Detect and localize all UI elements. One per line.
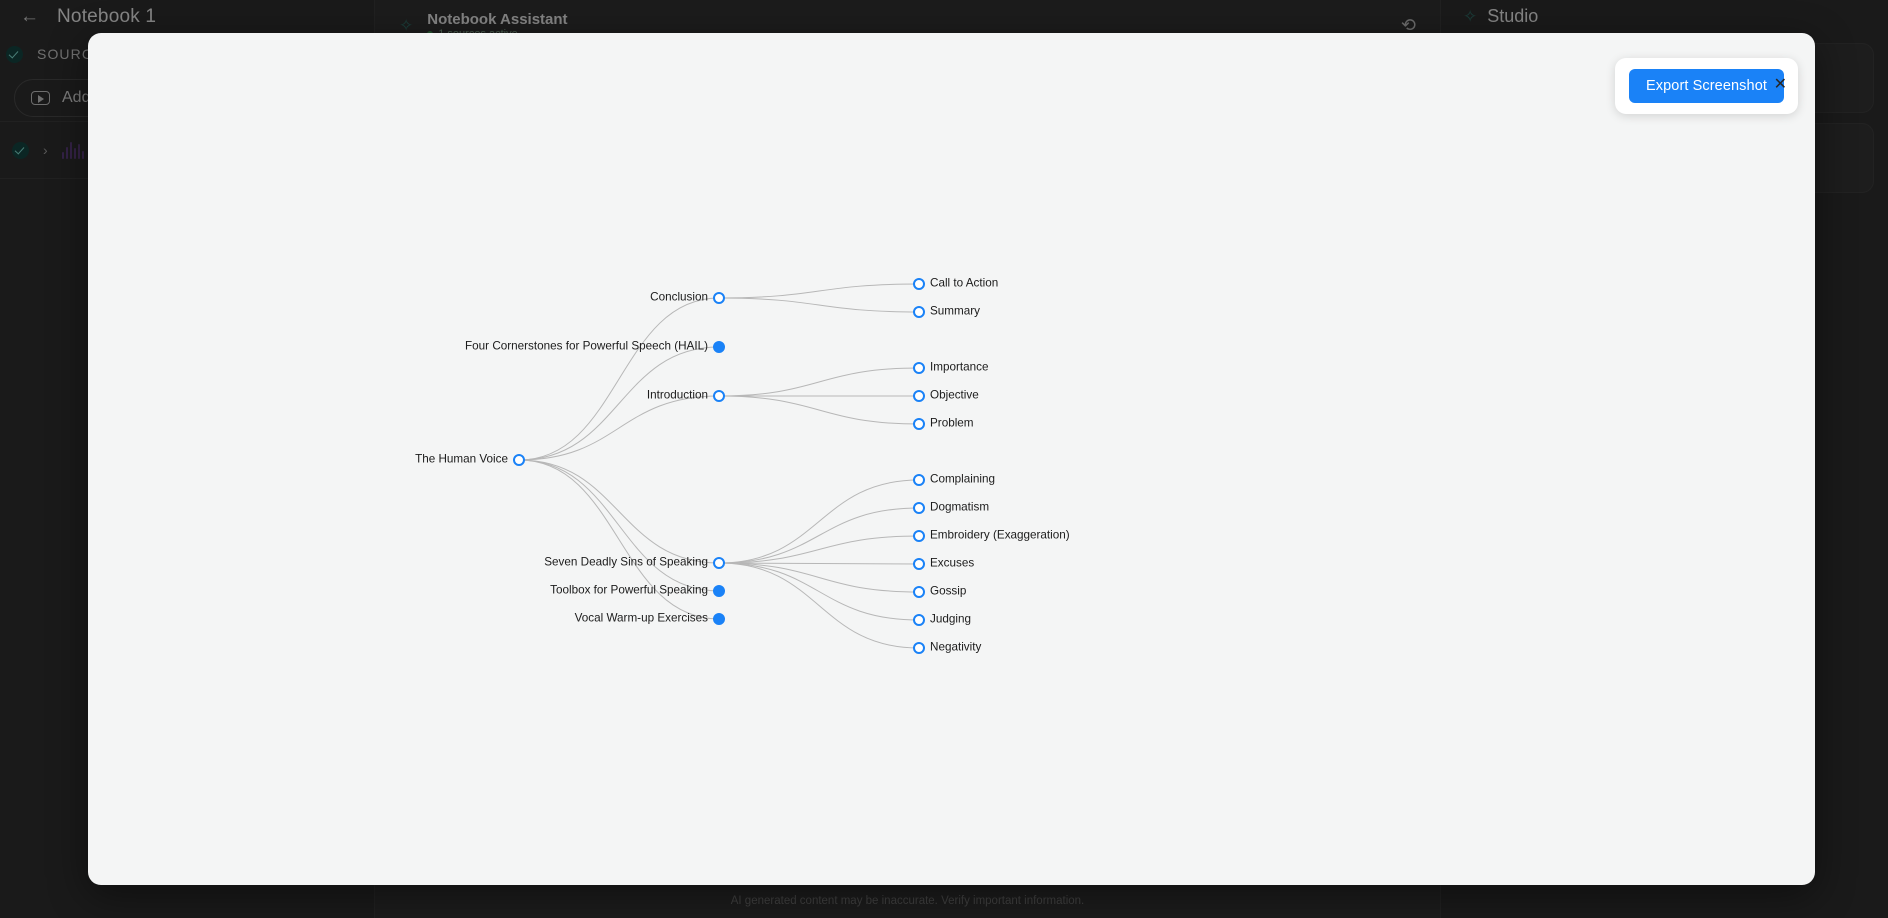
- mindmap-link: [718, 562, 920, 593]
- mindmap-link: [718, 535, 920, 564]
- sparkle-icon: ✧: [399, 16, 414, 35]
- ai-disclaimer: AI generated content may be inaccurate. …: [375, 882, 1440, 918]
- chevron-right-icon[interactable]: ›: [43, 142, 48, 158]
- mindmap-link: [518, 297, 720, 461]
- mindmap-link: [718, 283, 920, 299]
- studio-sparkle-icon: ✧: [1463, 7, 1478, 26]
- studio-title: Studio: [1487, 6, 1539, 26]
- node-label-summary: Summary: [930, 304, 981, 318]
- back-arrow-icon[interactable]: ←: [20, 6, 39, 27]
- node-toggle-sins[interactable]: [713, 557, 725, 569]
- node-label-complaining: Complaining: [930, 472, 995, 486]
- node-toggle-hail[interactable]: [713, 341, 725, 353]
- notebook-title: Notebook 1: [57, 5, 157, 27]
- node-toggle-dogmatism[interactable]: [913, 502, 925, 514]
- node-label-dogmatism: Dogmatism: [930, 500, 990, 514]
- node-toggle-warmup[interactable]: [713, 613, 725, 625]
- mindmap-link: [718, 395, 920, 425]
- mindmap-link: [518, 459, 720, 620]
- check-circle-icon[interactable]: [6, 45, 23, 63]
- refresh-icon[interactable]: ⟲: [1400, 15, 1416, 35]
- node-toggle-excuses[interactable]: [913, 558, 925, 570]
- assistant-title: Notebook Assistant: [427, 11, 568, 28]
- node-toggle-summary[interactable]: [913, 306, 925, 318]
- node-toggle-introduction[interactable]: [713, 390, 725, 402]
- node-label-excuses: Excuses: [930, 556, 975, 570]
- node-toggle-toolbox[interactable]: [713, 585, 725, 597]
- node-label-cta: Call to Action: [930, 276, 999, 290]
- export-screenshot-button[interactable]: Export Screenshot: [1629, 69, 1784, 103]
- node-toggle-problem[interactable]: [913, 418, 925, 430]
- node-toggle-complaining[interactable]: [913, 474, 925, 486]
- mindmap-link: [718, 562, 920, 621]
- node-label-judging: Judging: [930, 612, 971, 626]
- audio-waveform-icon: [61, 141, 84, 159]
- node-label-gossip: Gossip: [930, 584, 967, 598]
- mindmap-link: [518, 395, 720, 461]
- node-toggle-judging[interactable]: [913, 614, 925, 626]
- mindmap-link: [518, 459, 720, 592]
- studio-header: ✧ Studio: [1441, 0, 1888, 33]
- source-check-icon[interactable]: [12, 141, 29, 159]
- node-label-objective: Objective: [930, 388, 979, 402]
- node-label-root: The Human Voice: [415, 452, 508, 466]
- mindmap-link: [518, 346, 720, 461]
- notebook-header: ← Notebook 1: [0, 0, 374, 33]
- node-label-sins: Seven Deadly Sins of Speaking: [544, 555, 708, 569]
- mindmap-link: [718, 367, 920, 397]
- node-label-problem: Problem: [930, 416, 974, 430]
- node-toggle-cta[interactable]: [913, 278, 925, 290]
- node-toggle-importance[interactable]: [913, 362, 925, 374]
- node-label-importance: Importance: [930, 360, 989, 374]
- node-toggle-embroidery[interactable]: [913, 530, 925, 542]
- node-label-conclusion: Conclusion: [650, 290, 708, 304]
- node-toggle-root[interactable]: [513, 454, 525, 466]
- node-toggle-gossip[interactable]: [913, 586, 925, 598]
- node-label-hail: Four Cornerstones for Powerful Speech (H…: [465, 339, 708, 353]
- node-toggle-conclusion[interactable]: [713, 292, 725, 304]
- node-label-negativity: Negativity: [930, 640, 982, 654]
- mindmap-link: [718, 507, 920, 564]
- export-card: Export Screenshot: [1615, 58, 1798, 114]
- mindmap-link: [718, 479, 920, 564]
- node-label-introduction: Introduction: [646, 388, 708, 402]
- youtube-icon: [31, 91, 50, 105]
- node-label-embroidery: Embroidery (Exaggeration): [930, 528, 1070, 542]
- node-toggle-objective[interactable]: [913, 390, 925, 402]
- mindmap-link: [718, 562, 920, 649]
- ai-disclaimer-text: AI generated content may be inaccurate. …: [730, 894, 1085, 907]
- mindmap-links: [518, 283, 920, 649]
- mindmap-link: [518, 459, 720, 564]
- mindmap-link: [718, 297, 920, 313]
- mindmap-link: [718, 562, 920, 565]
- node-label-warmup: Vocal Warm-up Exercises: [574, 611, 708, 625]
- node-label-toolbox: Toolbox for Powerful Speaking: [550, 583, 708, 597]
- node-toggle-negativity[interactable]: [913, 642, 925, 654]
